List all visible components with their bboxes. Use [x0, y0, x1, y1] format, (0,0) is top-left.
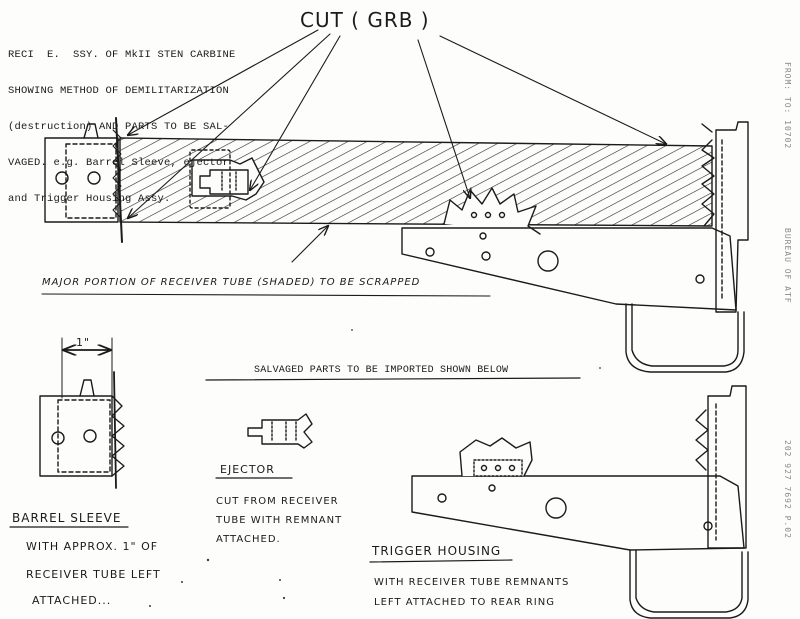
fax-margin-middle: BUREAU OF ATF [783, 228, 792, 304]
salvaged-front-sight [79, 379, 95, 397]
barrel-sleeve-drawing [39, 337, 125, 489]
salvaged-sleeve-body [39, 395, 113, 477]
rear-cut-jagged [701, 139, 715, 227]
header-note-line: SHOWING METHOD OF DEMILITARIZATION [8, 85, 230, 97]
ejector-title: EJECTOR [220, 463, 275, 476]
major-portion-underline [41, 293, 491, 297]
header-note-line: VAGED. e.g. Barrel Sleeve, ejector [8, 157, 230, 169]
trigger-guard [625, 303, 745, 373]
main-barrel-sleeve [44, 137, 119, 223]
header-note-line: and Trigger Housing Assy. [8, 193, 171, 205]
header-note-line: (destruction) AND PARTS TO BE SAL- [8, 121, 230, 133]
ejector-desc-3: ATTACHED. [216, 534, 281, 545]
ejector-desc-1: CUT FROM RECEIVER [216, 496, 339, 507]
barrel-sleeve-desc-2: RECEIVER TUBE LEFT [26, 568, 161, 581]
trigger-housing-title: TRIGGER HOUSING [372, 544, 502, 558]
trigger-housing-drawing [411, 385, 749, 619]
trigger-housing-desc-2: LEFT ATTACHED TO REAR RING [374, 597, 555, 608]
salvaged-heading-underline [205, 377, 581, 381]
header-note: RECI E. SSY. OF MkII STEN CARBINE SHOWIN… [8, 25, 236, 229]
main-sleeve-hole-1 [55, 171, 69, 185]
ejector-cut-outline [189, 149, 231, 209]
scan-specks [149, 329, 601, 607]
salvaged-trigger-body [411, 475, 745, 551]
barrel-sleeve-title: BARREL SLEEVE [12, 511, 122, 525]
main-front-sight [83, 123, 99, 139]
salvaged-sleeve-jagged [111, 395, 125, 477]
rear-ring [715, 121, 749, 313]
salvaged-heading: SALVAGED PARTS TO BE IMPORTED SHOWN BELO… [254, 365, 509, 376]
salvaged-rear-ring [707, 385, 747, 549]
barrel-sleeve-desc-1: WITH APPROX. 1" OF [26, 540, 159, 553]
fax-margin-bottom: 202 927 7692 P.02 [783, 440, 792, 539]
header-note-line: RECI E. SSY. OF MkII STEN CARBINE [8, 49, 236, 61]
dimension-label: 1" [76, 336, 91, 349]
cut-label: CUT ( GRB ) [300, 8, 430, 32]
barrel-sleeve-desc-3: ATTACHED... [32, 594, 112, 607]
trigger-housing-desc-1: WITH RECEIVER TUBE REMNANTS [374, 577, 570, 588]
major-portion-arrow [291, 226, 328, 263]
trigger-housing-body [401, 227, 737, 311]
ejector-desc-2: TUBE WITH REMNANT [216, 515, 343, 526]
ejector-drawing [247, 413, 313, 449]
major-portion-label: MAJOR PORTION OF RECEIVER TUBE (SHADED) … [42, 277, 421, 288]
cut-arrows [128, 29, 666, 218]
fax-margin-top: FROM: TO: 10702 [783, 62, 792, 150]
ejector-in-tube [199, 169, 249, 195]
trigger-housing-underline [369, 559, 513, 563]
main-sleeve-hole-2 [87, 171, 101, 185]
